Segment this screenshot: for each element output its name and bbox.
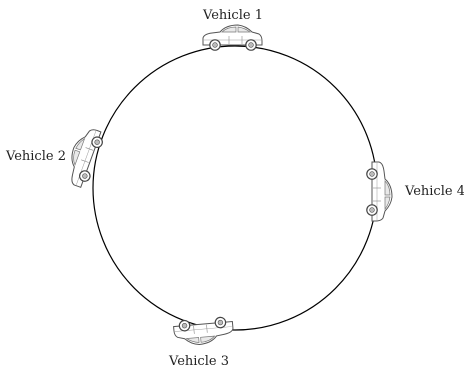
vehicle-1-label: Vehicle 1 bbox=[202, 8, 263, 23]
car-icon bbox=[173, 316, 234, 346]
vehicle-4-label: Vehicle 4 bbox=[404, 184, 464, 199]
car-icon bbox=[62, 125, 106, 189]
vehicle-2: Vehicle 2 bbox=[5, 125, 106, 189]
vehicle-4: Vehicle 4 bbox=[367, 162, 464, 221]
vehicle-3: Vehicle 3 bbox=[168, 316, 234, 369]
vehicle-3-label: Vehicle 3 bbox=[168, 354, 229, 369]
vehicle-1: Vehicle 1 bbox=[202, 8, 263, 50]
ring-road-circle bbox=[93, 46, 377, 330]
car-icon bbox=[367, 162, 392, 221]
vehicle-2-label: Vehicle 2 bbox=[5, 149, 66, 164]
